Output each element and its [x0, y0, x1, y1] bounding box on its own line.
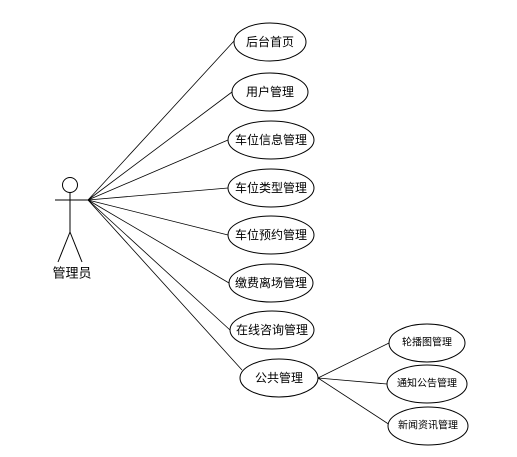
association-notice — [317, 377, 388, 385]
use-case-label: 缴费离场管理 — [235, 275, 307, 290]
use-case-label: 车位信息管理 — [235, 132, 307, 147]
association-public — [87, 199, 243, 371]
actor-name: 管理员 — [52, 267, 91, 282]
association-users — [87, 91, 233, 201]
use-case-notice[interactable]: 通知公告管理 — [386, 364, 468, 404]
use-case-label: 轮播图管理 — [402, 336, 452, 349]
use-case-label: 车位类型管理 — [235, 180, 307, 195]
use-case-carousel[interactable]: 轮播图管理 — [388, 323, 466, 363]
use-case-payment-exit[interactable]: 缴费离场管理 — [228, 263, 314, 303]
actor-associations — [87, 40, 243, 371]
use-case-space-type[interactable]: 车位类型管理 — [227, 168, 315, 208]
association-carousel — [317, 342, 390, 379]
actor-head-icon — [62, 177, 78, 193]
actor-right-leg — [69, 231, 83, 263]
association-news — [317, 377, 391, 426]
association-payment-exit — [87, 199, 230, 284]
association-reservation — [87, 199, 229, 236]
use-case-label: 新闻资讯管理 — [398, 419, 458, 432]
use-case-label: 用户管理 — [246, 84, 294, 99]
use-case-reservation[interactable]: 车位预约管理 — [227, 215, 315, 255]
actor-left-leg — [57, 231, 71, 263]
use-case-news[interactable]: 新闻资讯管理 — [387, 406, 469, 446]
association-home — [87, 40, 235, 201]
use-case-label: 车位预约管理 — [235, 227, 307, 242]
use-case-home[interactable]: 后台首页 — [233, 22, 307, 62]
use-case-online-consult[interactable]: 在线咨询管理 — [229, 310, 315, 350]
association-space-type — [87, 187, 229, 201]
use-case-label: 通知公告管理 — [397, 377, 457, 390]
use-case-users[interactable]: 用户管理 — [231, 72, 309, 112]
public-associations — [317, 342, 391, 426]
use-case-public[interactable]: 公共管理 — [239, 358, 319, 398]
use-case-label: 在线咨询管理 — [236, 322, 308, 337]
use-case-space-info[interactable]: 车位信息管理 — [227, 120, 315, 160]
use-case-label: 公共管理 — [255, 370, 303, 385]
actor-admin[interactable]: 管理员 — [52, 177, 92, 282]
association-online-consult — [87, 199, 231, 331]
association-space-info — [87, 139, 229, 201]
use-case-label: 后台首页 — [246, 34, 294, 49]
